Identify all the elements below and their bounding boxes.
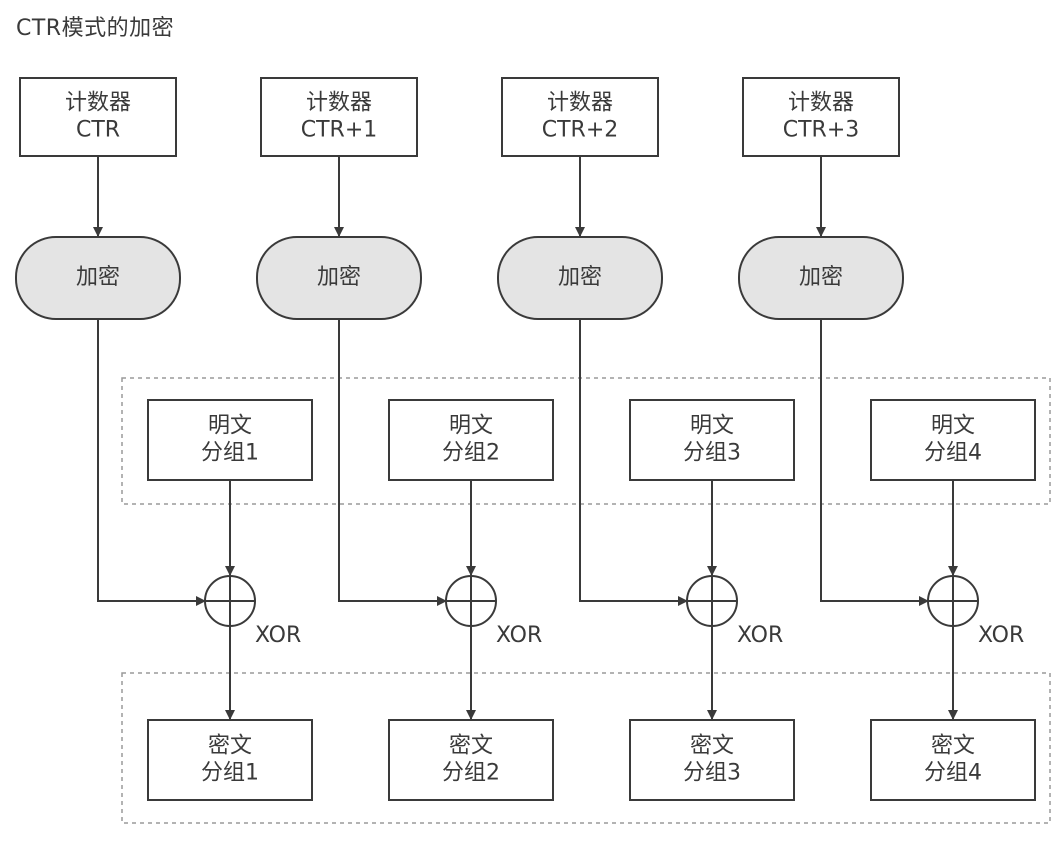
ciphertext-4-line-1: 密文 <box>931 734 975 759</box>
counter-2-line-2: CTR+1 <box>301 118 378 143</box>
xor-label-1: XOR <box>255 623 301 648</box>
ciphertext-4-line-2: 分组4 <box>924 761 982 786</box>
plaintext-4-line-1: 明文 <box>931 414 975 439</box>
ciphertext-group-border <box>121 672 1051 824</box>
encrypt-label-3: 加密 <box>558 265 602 290</box>
plaintext-3-line-2: 分组3 <box>683 441 741 466</box>
ciphertext-box-3 <box>629 719 795 801</box>
ciphertext-2-line-1: 密文 <box>449 734 493 759</box>
ciphertext-box-2 <box>388 719 554 801</box>
counter-4-line-2: CTR+3 <box>783 118 860 143</box>
ciphertext-3-line-2: 分组3 <box>683 761 741 786</box>
plaintext-group-border <box>121 377 1051 505</box>
plaintext-4-line-2: 分组4 <box>924 441 982 466</box>
encrypt-label-4: 加密 <box>799 265 843 290</box>
counter-1-line-1: 计数器 <box>65 91 131 116</box>
plaintext-1-line-1: 明文 <box>208 414 252 439</box>
encrypt-label-2: 加密 <box>317 265 361 290</box>
ciphertext-1-line-1: 密文 <box>208 734 252 759</box>
xor-label-4: XOR <box>978 623 1024 648</box>
plaintext-box-2 <box>388 399 554 481</box>
plaintext-3-line-1: 明文 <box>690 414 734 439</box>
ciphertext-1-line-2: 分组1 <box>201 761 259 786</box>
arrow-keystream-1 <box>97 319 206 606</box>
plaintext-box-1 <box>147 399 313 481</box>
arrow-keystream-2 <box>338 319 447 606</box>
arrow-keystream-4 <box>820 319 929 606</box>
ciphertext-box-1 <box>147 719 313 801</box>
diagram-title: CTR模式的加密 <box>16 16 175 41</box>
plaintext-2-line-1: 明文 <box>449 414 493 439</box>
xor-label-3: XOR <box>737 623 783 648</box>
counter-box-1 <box>19 77 177 157</box>
plaintext-box-4 <box>870 399 1036 481</box>
ciphertext-box-4 <box>870 719 1036 801</box>
counter-2-line-1: 计数器 <box>306 91 372 116</box>
counter-1-line-2: CTR <box>76 118 120 143</box>
plaintext-box-3 <box>629 399 795 481</box>
ciphertext-2-line-2: 分组2 <box>442 761 500 786</box>
plaintext-1-line-2: 分组1 <box>201 441 259 466</box>
arrow-keystream-3 <box>579 319 688 606</box>
plaintext-2-line-2: 分组2 <box>442 441 500 466</box>
encrypt-label-1: 加密 <box>76 265 120 290</box>
counter-box-3 <box>501 77 659 157</box>
counter-3-line-2: CTR+2 <box>542 118 619 143</box>
counter-3-line-1: 计数器 <box>547 91 613 116</box>
counter-4-line-1: 计数器 <box>788 91 854 116</box>
xor-label-2: XOR <box>496 623 542 648</box>
ciphertext-3-line-1: 密文 <box>690 734 734 759</box>
